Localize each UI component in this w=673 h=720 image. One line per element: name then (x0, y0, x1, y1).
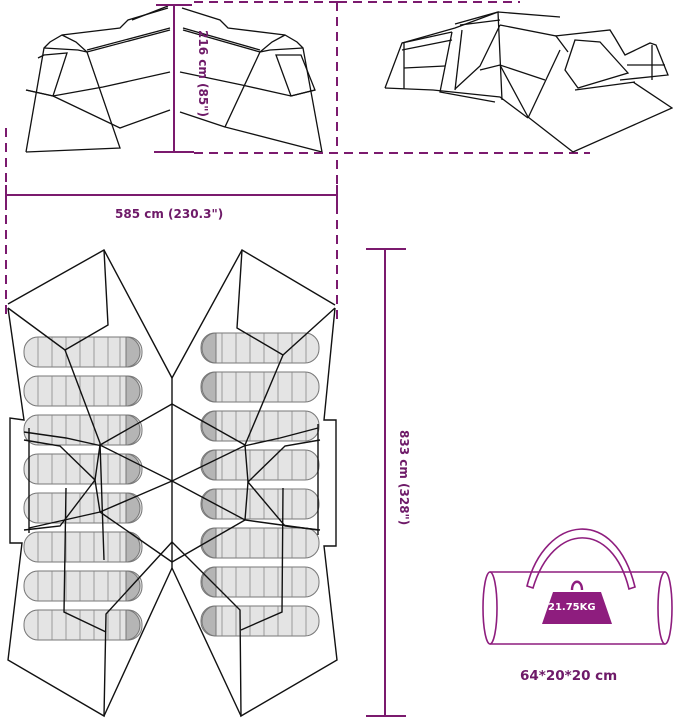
width-dimension-label: 585 cm (230.3") (115, 207, 224, 221)
length-dimension-line (366, 248, 406, 717)
perspective-tent-outline (384, 11, 673, 153)
width-dimension-line (5, 185, 338, 210)
floor-plan-outline (7, 249, 338, 718)
length-dimension-label: 833 cm (328") (397, 430, 411, 526)
height-dimension-line (154, 4, 194, 153)
height-dimension-label: 216 cm (85") (196, 30, 210, 117)
bag-size-label: 64*20*20 cm (520, 668, 618, 684)
dashed-guide-lines (5, 1, 590, 320)
weight-icon (542, 580, 612, 624)
sleeping-bags-left (23, 336, 143, 641)
bag-handle-icon (526, 528, 636, 591)
sleeping-bags-right (200, 332, 320, 637)
bag-weight-label: 21.75KG (548, 602, 596, 613)
front-tent-outline (25, 5, 323, 153)
carry-bag-icon (482, 528, 673, 645)
